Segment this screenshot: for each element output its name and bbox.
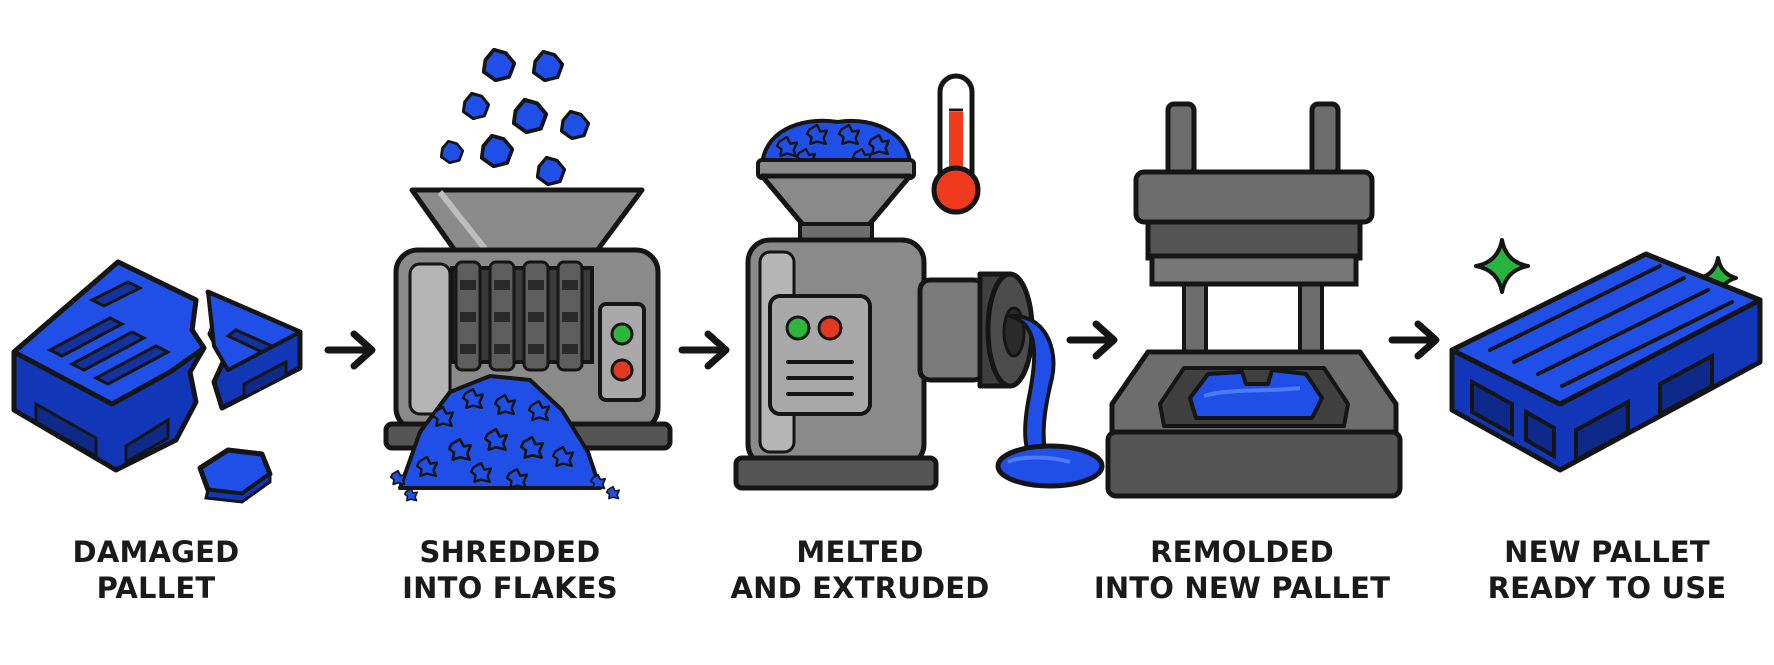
step-label-line2: AND EXTRUDED [730, 571, 990, 605]
extruder-icon [733, 73, 1105, 491]
red-indicator-icon [817, 315, 843, 341]
step-label-line1: REMOLDED [1150, 535, 1334, 569]
step-label-line2: INTO FLAKES [402, 571, 618, 605]
sparkle-icon [1474, 238, 1530, 294]
mold-press-icon [1105, 101, 1403, 499]
step-label-line2: PALLET [96, 571, 216, 605]
step-label-line1: SHREDDED [419, 535, 601, 569]
step-label-new-pallet: NEW PALLET READY TO USE [1457, 534, 1757, 606]
arrow-right-icon [324, 330, 376, 370]
step-label-remolded: REMOLDED INTO NEW PALLET [1092, 534, 1392, 606]
arrow-right-icon [678, 330, 730, 370]
arrow-right-icon [1388, 320, 1440, 360]
arrow-right-icon [1066, 320, 1118, 360]
red-indicator-icon [610, 358, 634, 382]
damaged-pallet-icon [11, 259, 303, 504]
step-label-line1: NEW PALLET [1504, 535, 1710, 569]
step-label-line1: DAMAGED [72, 535, 240, 569]
step-label-line2: READY TO USE [1487, 571, 1727, 605]
plastic-flakes [440, 48, 590, 186]
step-label-line2: INTO NEW PALLET [1093, 571, 1391, 605]
new-pallet-icon [1449, 238, 1763, 473]
green-indicator-icon [785, 315, 811, 341]
step-label-damaged-pallet: DAMAGED PALLET [6, 534, 306, 606]
step-label-melted: MELTED AND EXTRUDED [710, 534, 1010, 606]
step-label-shredded: SHREDDED INTO FLAKES [360, 534, 660, 606]
shredded-flakes-pile [390, 374, 620, 502]
step-label-line1: MELTED [796, 535, 924, 569]
thermometer-icon [931, 73, 981, 215]
green-indicator-icon [610, 322, 634, 346]
shredder-icon [383, 48, 673, 502]
